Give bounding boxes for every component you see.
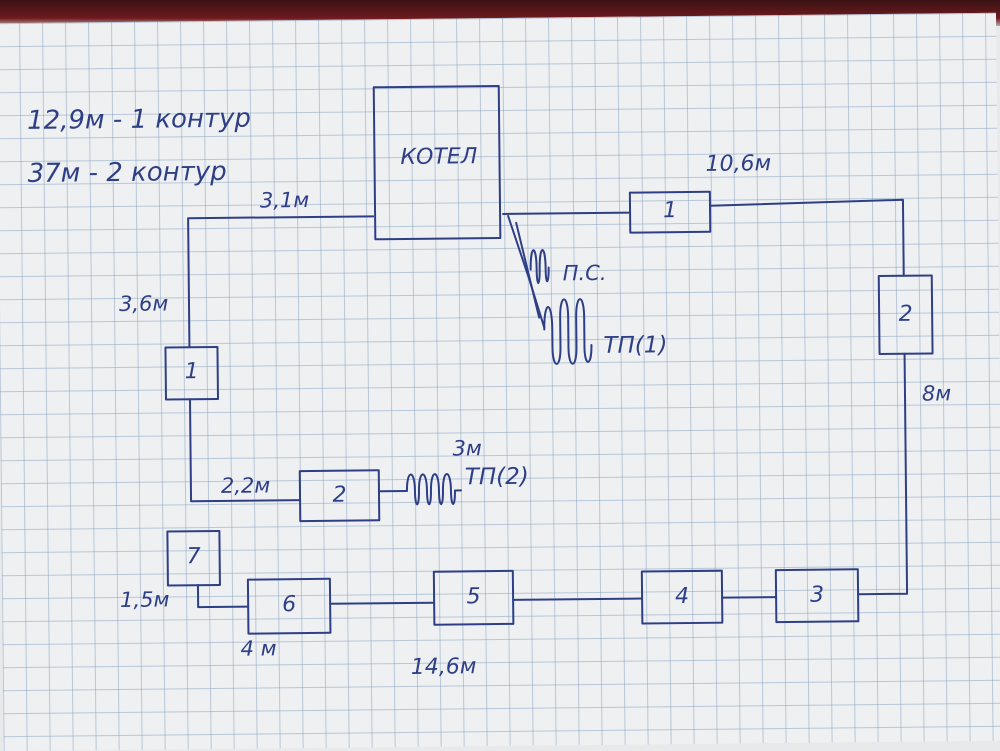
floor-heating-coil-tp1 <box>544 299 592 364</box>
tp2-label: ТП(2) <box>465 466 529 490</box>
pipe-boiler-to-radiator1 <box>503 213 630 214</box>
length-label-8m: 8м <box>922 383 951 404</box>
pipe-5-to-6 <box>330 603 434 604</box>
floor-heating-coil-tp2 <box>407 474 461 505</box>
pipe-6-to-7 <box>198 585 248 608</box>
length-label-2-2m: 2,2м <box>221 475 270 497</box>
radiator-l2-4-number: 4 <box>642 586 722 609</box>
pipe-radiator2-down <box>856 354 908 595</box>
length-label-3-1m: 3,1м <box>260 190 309 212</box>
tp1-label: ТП(1) <box>603 334 667 358</box>
pipe-boiler-to-left <box>188 216 374 346</box>
radiator-l2-2-number: 2 <box>879 303 932 326</box>
pipe-4-to-5 <box>513 599 642 600</box>
length-label-1-5m: 1,5м <box>120 589 169 611</box>
radiator-l1-2-number: 2 <box>300 484 379 507</box>
pipe-3-to-4 <box>722 597 776 598</box>
hot-water-coil-ps <box>530 250 548 283</box>
graph-paper-sheet: 12,9м - 1 контур 37м - 2 контур КОТЕЛ 3,… <box>0 13 1000 751</box>
radiator-l2-7-number: 7 <box>168 546 220 569</box>
radiator-l2-6-number: 6 <box>248 594 330 617</box>
radiator-l1-1-number: 1 <box>166 361 218 384</box>
note-loop1-length: 12,9м - 1 контур <box>27 106 251 134</box>
length-label-3-6m: 3,6м <box>119 293 168 315</box>
boiler-label: КОТЕЛ <box>400 146 477 169</box>
radiator-l2-5-number: 5 <box>434 586 513 609</box>
radiator-l2-1-number: 1 <box>630 200 710 223</box>
tp2-length-label: 3м <box>452 438 481 459</box>
length-label-4m: 4 м <box>241 638 277 659</box>
pipe-radiator1-to-right <box>710 200 904 278</box>
length-label-14-6m: 14,6м <box>411 656 477 679</box>
length-label-10-6m: 10,6м <box>705 153 771 176</box>
note-loop2-length: 37м - 2 контур <box>27 159 226 187</box>
ps-label: П.С. <box>563 263 607 284</box>
radiator-l2-3-number: 3 <box>776 584 858 607</box>
